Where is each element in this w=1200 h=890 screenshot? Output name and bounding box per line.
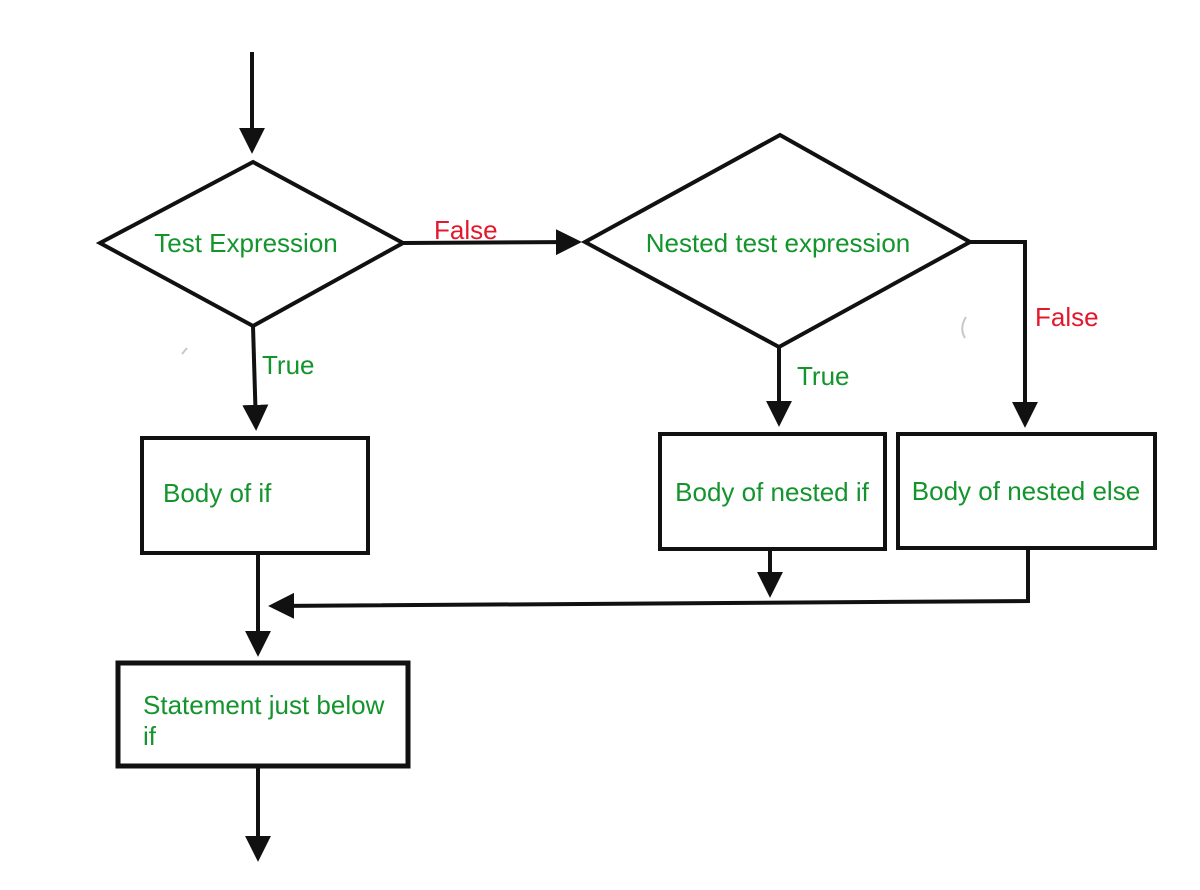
edge-test-true: [242, 325, 269, 431]
edge-nested-true-label: True: [797, 361, 850, 391]
process-body-of-nested-if-label: Body of nested if: [675, 477, 869, 507]
edge-converge-left: [268, 548, 1030, 619]
decision-nested-test-expression-label: Nested test expression: [646, 228, 910, 258]
process-body-of-if: [140, 436, 370, 555]
process-statement-below-if-label-line1: Statement just below: [143, 690, 385, 720]
scan-artifact-paren: [961, 316, 967, 339]
edge-test-true-label: True: [262, 350, 315, 380]
process-statement-below-if-label-line2: if: [143, 721, 157, 751]
decision-test-expression-label: Test Expression: [154, 228, 338, 258]
edge-test-false: [402, 229, 582, 256]
edge-nested-false-label: False: [1035, 302, 1099, 332]
process-statement-below-if: [115, 660, 411, 769]
scan-artifact-tick: [181, 347, 188, 355]
process-body-of-nested-else-label: Body of nested else: [912, 476, 1140, 506]
edge-nested-false: [970, 240, 1038, 428]
process-body-of-if-label: Body of if: [163, 478, 272, 508]
process-body-of-nested-if: [658, 432, 887, 551]
edge-test-false-label: False: [434, 215, 498, 245]
